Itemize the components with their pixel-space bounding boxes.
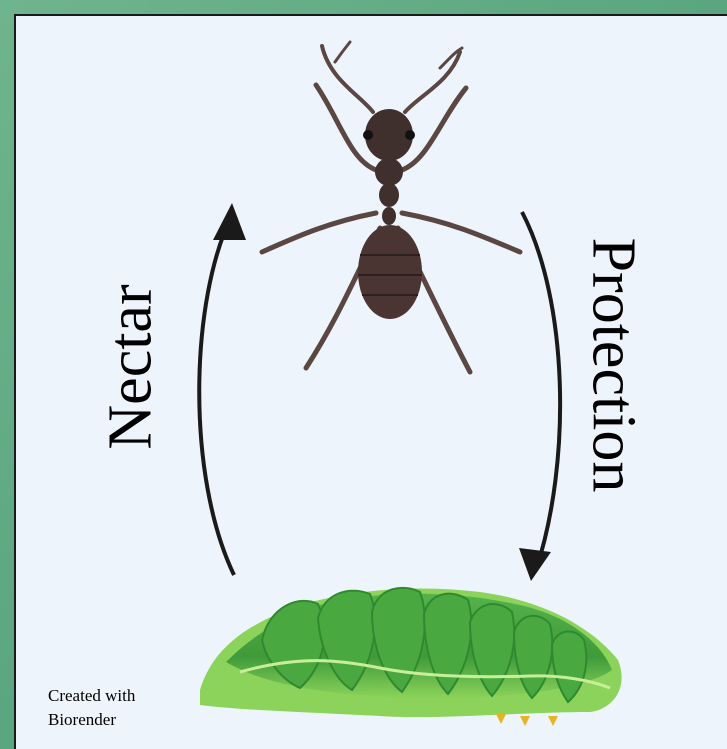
protection-label: Protection [580, 195, 646, 535]
nectar-arrow [199, 215, 234, 575]
protection-arrowhead [519, 548, 551, 581]
nectar-arrowhead [213, 203, 246, 240]
biorender-credit: Created with Biorender [48, 684, 135, 732]
credit-line-1: Created with [48, 684, 135, 708]
protection-arrow [522, 212, 560, 570]
protection-label-text: Protection [578, 238, 649, 493]
caterpillar-illustration [200, 588, 622, 726]
ant-illustration [262, 42, 520, 372]
credit-line-2: Biorender [48, 708, 135, 732]
nectar-label: Nectar [100, 252, 162, 482]
nectar-label-text: Nectar [96, 284, 167, 449]
